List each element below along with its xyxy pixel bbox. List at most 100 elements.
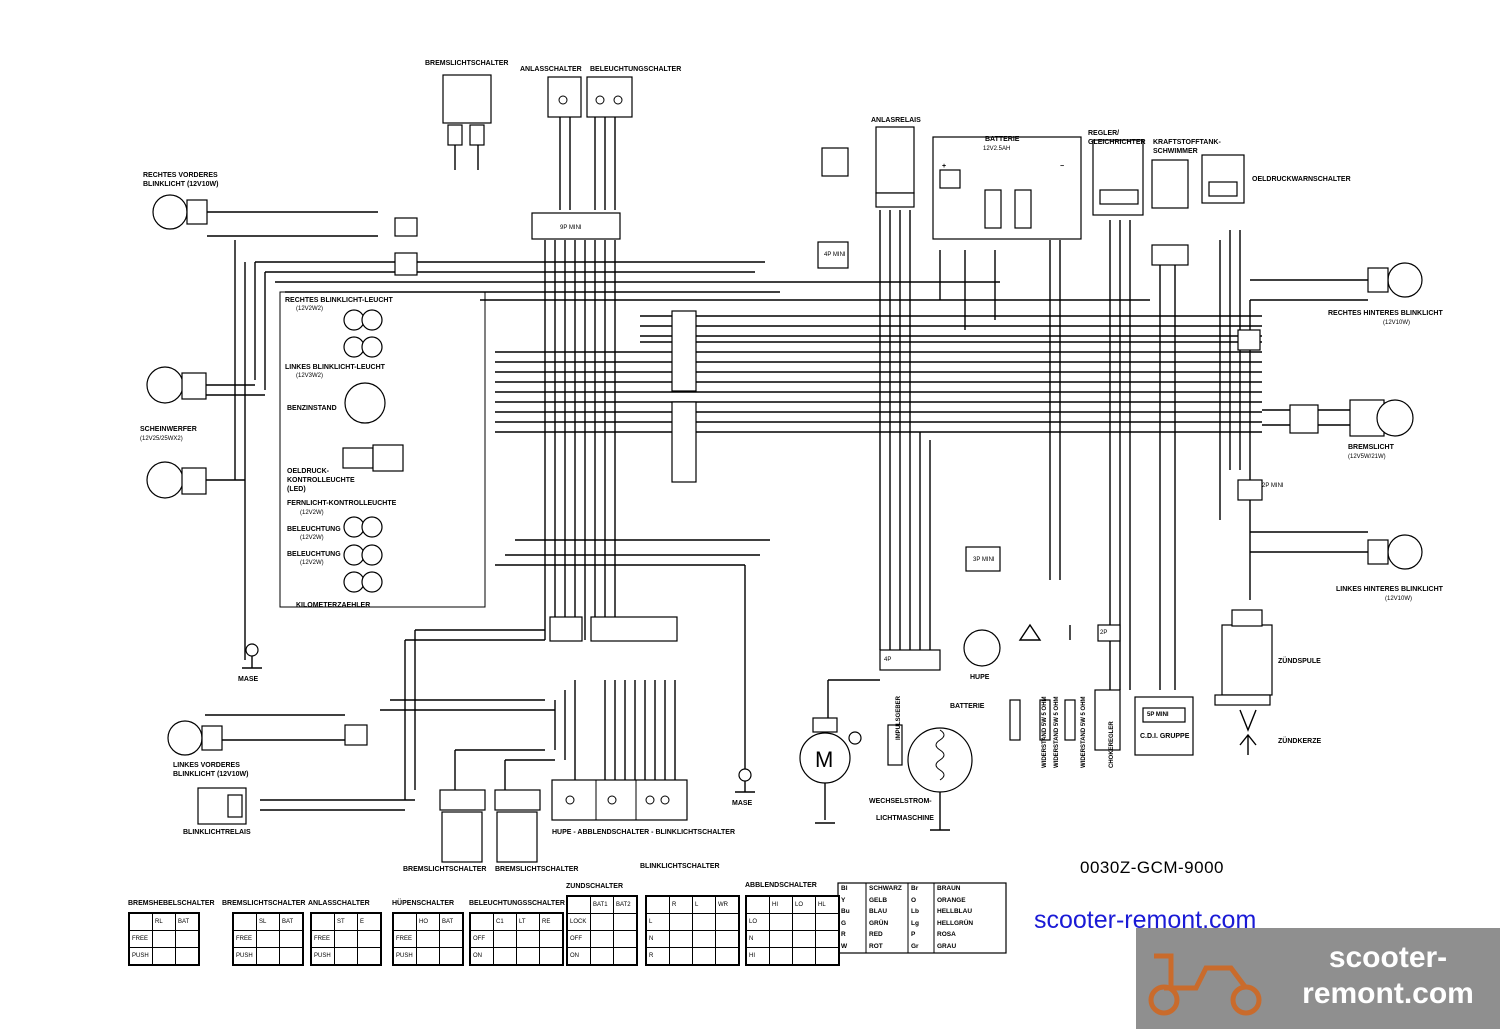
label-brake-light: BREMSLICHT [1348, 444, 1394, 451]
switch-table-header: BAT [175, 913, 199, 931]
rear-right-indicator [1237, 262, 1423, 351]
label-battery-top: BATTERIE [985, 136, 1020, 143]
label-oil-pressure: OELDRUCK- [287, 468, 329, 475]
switch-table-row-label: FREE [233, 930, 257, 948]
color-legend-row: Bu BLAU Lb HELLBLAU [838, 906, 1006, 918]
label-rear-left-spec: (12V10W) [1385, 596, 1413, 602]
switch-table-cell [439, 930, 463, 948]
switch-table-cell [590, 947, 614, 965]
switch-table-cell [357, 930, 381, 948]
switch-table-cell [256, 930, 280, 948]
switch-table-header: HI [769, 896, 793, 914]
switch-table-row-label: ON [567, 947, 591, 965]
label-front-right-spec: BLINKLICHT (12V10W) [143, 181, 219, 188]
label-oil-warn-switch: OELDRUCKWARNSCHALTER [1252, 176, 1351, 183]
logo-banner [1136, 928, 1500, 1029]
svg-text:−: − [1060, 163, 1064, 170]
label-connector-9p: 9P MINI [560, 225, 582, 231]
connector-9p-bottom [590, 616, 678, 642]
color-code: Bl [841, 885, 848, 892]
label-illumination-1: BELEUCHTUNG [287, 526, 341, 533]
switch-table-cell [815, 930, 839, 948]
label-rear-right: RECHTES HINTERES BLINKLICHT [1328, 310, 1443, 317]
label-headlamp-spec: (12V25/25WX2) [140, 436, 183, 442]
switch-table-cell [256, 947, 280, 965]
color-name: HELLBLAU [937, 908, 973, 916]
color-code: O [911, 896, 917, 904]
switch-table-cell [669, 930, 693, 948]
switch-table-cell [769, 930, 793, 948]
ground-center [735, 768, 755, 793]
switch-table-row-label: FREE [393, 930, 417, 948]
switch-table-row-label: OFF [470, 930, 494, 948]
color-name: BRAUN [937, 885, 961, 892]
switch-table-cell [769, 913, 793, 931]
switch-table-header [311, 913, 335, 931]
switch-table-cell [769, 947, 793, 965]
label-connector-2p: 2P MINI [1262, 483, 1284, 489]
switch-table-cell [715, 930, 739, 948]
switch-table-row-label: PUSH [233, 947, 257, 965]
label-connector-choke: 2P [1100, 630, 1108, 636]
switch-table-header [393, 913, 417, 931]
color-name: GELB [869, 896, 888, 904]
label-front-left: LINKES VORDERES [173, 762, 240, 769]
switch-table-title: BREMSHEBELSCHALTER [128, 900, 215, 907]
color-code: Lb [911, 908, 919, 916]
connector-3p-bottom [549, 616, 583, 642]
color-code: Y [841, 896, 846, 904]
switch-table-cell [539, 930, 563, 948]
label-right-indicator-lamp-spec: (12V2W2) [296, 306, 324, 312]
front-right-indicator [152, 194, 418, 276]
color-code: P [911, 931, 916, 939]
switch-table-row-label: PUSH [311, 947, 335, 965]
color-code: W [841, 942, 848, 950]
svg-text:M: M [815, 747, 833, 772]
switch-table-row-label: PUSH [129, 947, 153, 965]
switch-table-cell [279, 930, 303, 948]
color-legend-row: Y GELB O ORANGE [838, 895, 1006, 907]
scooter-icon [1148, 953, 1262, 1016]
switch-table-cell [175, 930, 199, 948]
label-battery-mid: BATTERIE [950, 703, 985, 710]
brake-light [1262, 399, 1414, 437]
color-name: BLAU [869, 908, 888, 916]
label-right-indicator-lamp: RECHTES BLINKLICHT-LEUCHT [285, 297, 393, 304]
switch-table-header: HO [416, 913, 440, 931]
color-name: ROT [869, 942, 883, 950]
switch-table-cell [439, 947, 463, 965]
label-kraftstofftank: KRAFTSTOFFTANK- [1153, 139, 1221, 146]
switch-table-cell [792, 930, 816, 948]
logo-text: scooter- remont.com [1283, 940, 1493, 1012]
switch-table-header: HL [815, 896, 839, 914]
switch-table-row-label: L [646, 913, 670, 931]
ground-left [242, 643, 262, 669]
label-pulse-generator: IMPULSGEBER [896, 695, 902, 740]
label-brake-light-spec: (12V5W/21W) [1348, 454, 1386, 460]
color-name: ORANGE [937, 896, 966, 904]
label-brake-switch-bottom-right: BREMSLICHTSCHALTER [495, 866, 579, 873]
switch-table-cell [357, 947, 381, 965]
switch-table-cell [715, 913, 739, 931]
connector-9p-center-2 [671, 401, 697, 483]
label-battery-spec: 12V2.5AH [983, 146, 1011, 152]
switch-table-row-label: HI [746, 947, 770, 965]
switch-table-row-label: R [646, 947, 670, 965]
resistors [1009, 623, 1121, 751]
switch-table-header: BAT1 [590, 896, 614, 914]
label-spark-plug: ZÜNDKERZE [1278, 738, 1322, 745]
label-alt-line2: LICHTMASCHINE [876, 815, 934, 822]
logo-text-line1: scooter- [1328, 941, 1448, 974]
color-code: Bu [841, 908, 850, 916]
color-code: G [841, 919, 847, 927]
front-left-indicator [167, 720, 368, 756]
switch-table-title: BREMSLICHTSCHALTER [222, 900, 306, 907]
switch-table-cell [613, 930, 637, 948]
label-left-indicator-lamp: LINKES BLINKLICHT-LEUCHT [285, 364, 385, 371]
color-code: Lg [911, 919, 919, 927]
label-schwimmer: SCHWIMMER [1153, 148, 1198, 155]
